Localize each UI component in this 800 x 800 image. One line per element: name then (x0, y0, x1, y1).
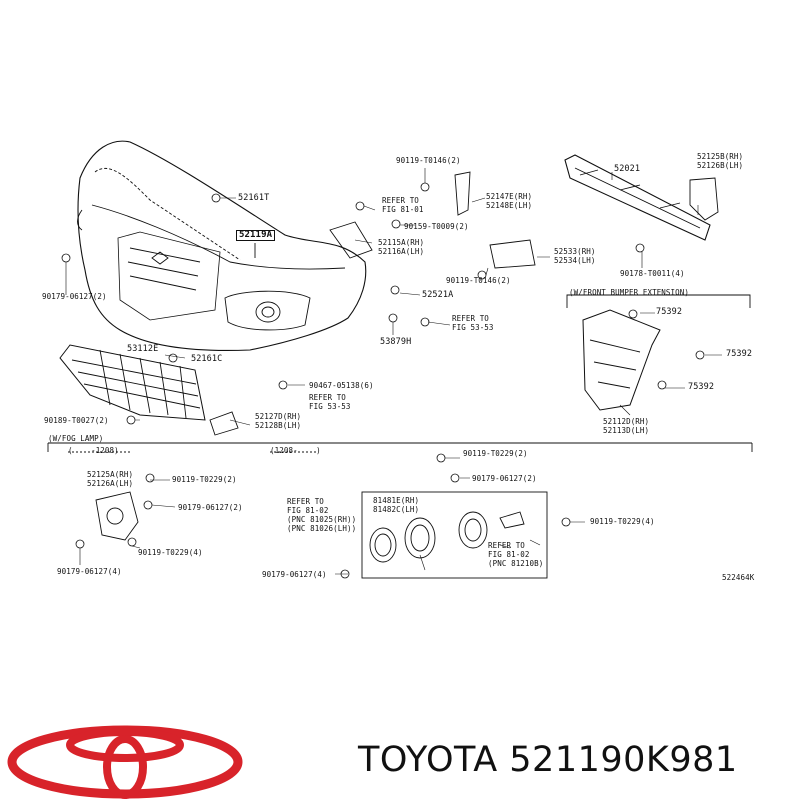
figure-code: 522464K (722, 573, 755, 582)
bracket-52147e[interactable] (454, 171, 471, 216)
label-90119-t0146-mid: 90119-T0146(2) (446, 276, 511, 285)
bracket-52125b[interactable] (689, 177, 719, 221)
label-52021: 52021 (614, 164, 641, 174)
label-81481e: 81481E(RH) 81482C(LH) (373, 496, 420, 514)
fog-lamp-bracket[interactable] (95, 491, 139, 541)
label-52125a: 52125A(RH) 52126A(LH) (87, 470, 134, 488)
brand-and-part-number: TOYOTA 521190K981 (358, 740, 738, 780)
part-number: 521190K981 (509, 740, 738, 780)
label-90179-06127-left: 90179-06127(2) (42, 292, 107, 301)
label-90189-t0027: 90189-T0027(2) (44, 416, 109, 425)
bracket-52533[interactable] (489, 239, 536, 269)
label-90119-t0229-d: 90119-T0229(4) (590, 517, 655, 526)
label-90179-06127-e: 90179-06127(4) (262, 570, 327, 579)
label-52115a: 52115A(RH) 52116A(LH) (378, 238, 425, 256)
leader-lines (65, 168, 722, 575)
label-90119-t0146-top: 90119-T0146(2) (396, 156, 461, 165)
label-refer-fig-53-53-b: REFER TO FIG 53-53 (309, 393, 351, 411)
bumper-reinforcement[interactable] (564, 154, 711, 241)
bumper-extension[interactable] (582, 309, 661, 411)
fog-lamp-assembly[interactable] (369, 511, 525, 563)
label-90179-06127-d: 90179-06127(2) (472, 474, 537, 483)
label-75392-c: 75392 (688, 382, 715, 392)
label-range-b: (1208- ) (270, 446, 321, 455)
label-52533: 52533(RH) 52534(LH) (554, 247, 596, 265)
bumper-cover[interactable] (77, 140, 367, 352)
fog-lamp-assembly-box (361, 491, 548, 579)
label-53112e: 53112E (127, 344, 159, 354)
retainer-52115a[interactable] (329, 221, 373, 259)
label-90179-06127-b: 90179-06127(2) (178, 503, 243, 512)
label-refer-fig-81-01: REFER TO FIG 81-01 (382, 196, 424, 214)
label-52125b: 52125B(RH) 52126B(LH) (697, 152, 744, 170)
label-90178-t0011: 90178-T0011(4) (620, 269, 685, 278)
label-90159-t0009: 90159-T0009(2) (404, 222, 469, 231)
label-range-a: ( -1208) (68, 446, 119, 455)
label-90119-t0229-b: 90119-T0229(4) (138, 548, 203, 557)
toyota-logo-icon (7, 725, 243, 799)
label-52119a-highlighted[interactable]: 52119A (236, 230, 276, 241)
label-90179-06127-c: 90179-06127(4) (57, 567, 122, 576)
label-53879h: 53879H (380, 337, 412, 347)
label-52127d: 52127D(RH) 52128B(LH) (255, 412, 302, 430)
brand-name: TOYOTA (358, 740, 498, 780)
label-52161c: 52161C (191, 354, 223, 364)
lower-grille[interactable] (59, 344, 206, 421)
label-52161t: 52161T (238, 193, 270, 203)
label-w-fog-lamp: (W/FOG LAMP) (48, 434, 104, 443)
label-52112d: 52112D(RH) 52113D(LH) (603, 417, 650, 435)
label-52521a: 52521A (422, 290, 454, 300)
label-90467-05138: 90467-05138(6) (309, 381, 374, 390)
label-52147e: 52147E(RH) 52148E(LH) (486, 192, 533, 210)
label-75392-b: 75392 (726, 349, 753, 359)
label-refer-fig-81-02-a: REFER TO FIG 81-02 (PNC 81025(RH)) (PNC … (287, 497, 357, 533)
label-90119-t0229-a: 90119-T0229(2) (172, 475, 237, 484)
label-90119-t0229-c: 90119-T0229(2) (463, 449, 528, 458)
label-front-bumper-extension: (W/FRONT BUMPER EXTENSION) (569, 288, 689, 297)
label-75392-a: 75392 (656, 307, 683, 317)
label-refer-fig-53-53-a: REFER TO FIG 53-53 (452, 314, 494, 332)
label-refer-fig-81-02-b: REFER TO FIG 81-02 (PNC 81210B) (488, 541, 544, 568)
bumper-side-piece[interactable] (209, 411, 239, 436)
